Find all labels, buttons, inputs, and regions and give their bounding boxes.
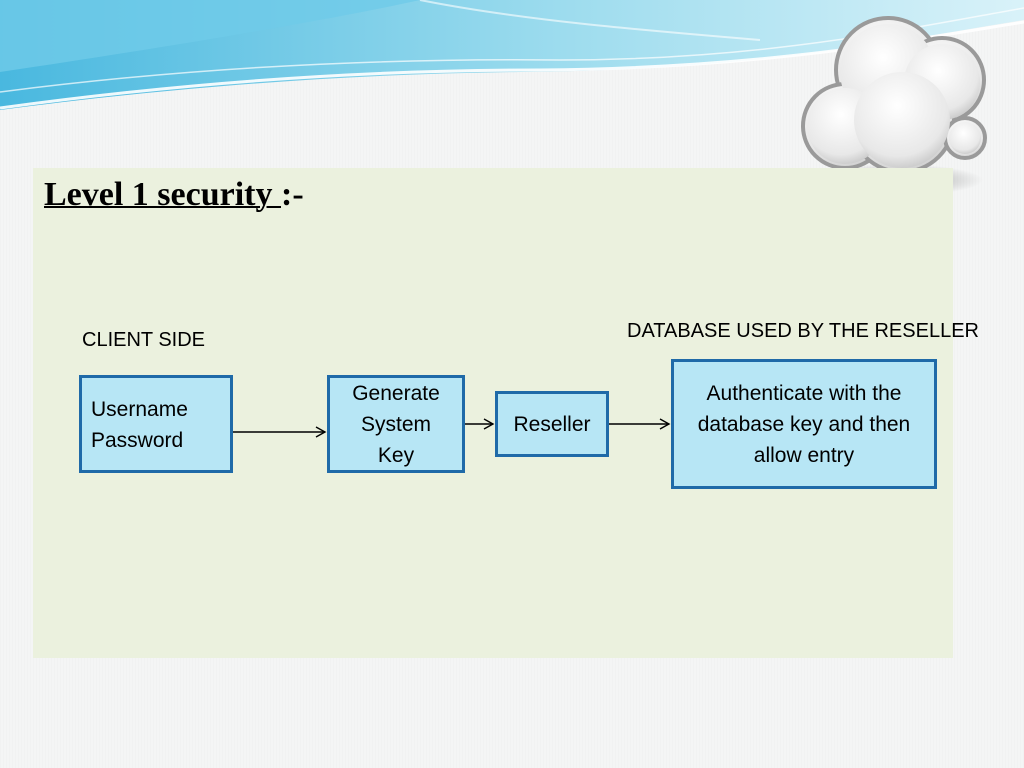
- title-suffix: :-: [281, 176, 304, 213]
- generate-key-box: Generate System Key: [327, 375, 465, 473]
- generate-key-line: Key: [377, 443, 415, 467]
- credentials-line: Password: [91, 429, 184, 452]
- wave-decoration: [0, 0, 1024, 110]
- client-side-label: CLIENT SIDE: [82, 329, 205, 351]
- database-label: DATABASE USED BY THE RESELLER: [627, 320, 979, 342]
- authenticate-line: database key and then: [697, 413, 911, 436]
- generate-key-line: System: [360, 412, 431, 436]
- authenticate-box: Authenticate with the database key and t…: [671, 359, 937, 489]
- generate-key-line: Generate: [352, 381, 440, 405]
- reseller-line: Reseller: [513, 412, 591, 436]
- authenticate-line: allow entry: [753, 444, 855, 467]
- credentials-line: Username: [91, 398, 188, 421]
- reseller-box: Reseller: [495, 391, 609, 457]
- slide-title: Level 1 security :-: [44, 176, 304, 214]
- authenticate-line: Authenticate with the: [706, 382, 902, 405]
- credentials-box: Username Password: [79, 375, 233, 473]
- title-main: Level 1 security: [44, 176, 281, 213]
